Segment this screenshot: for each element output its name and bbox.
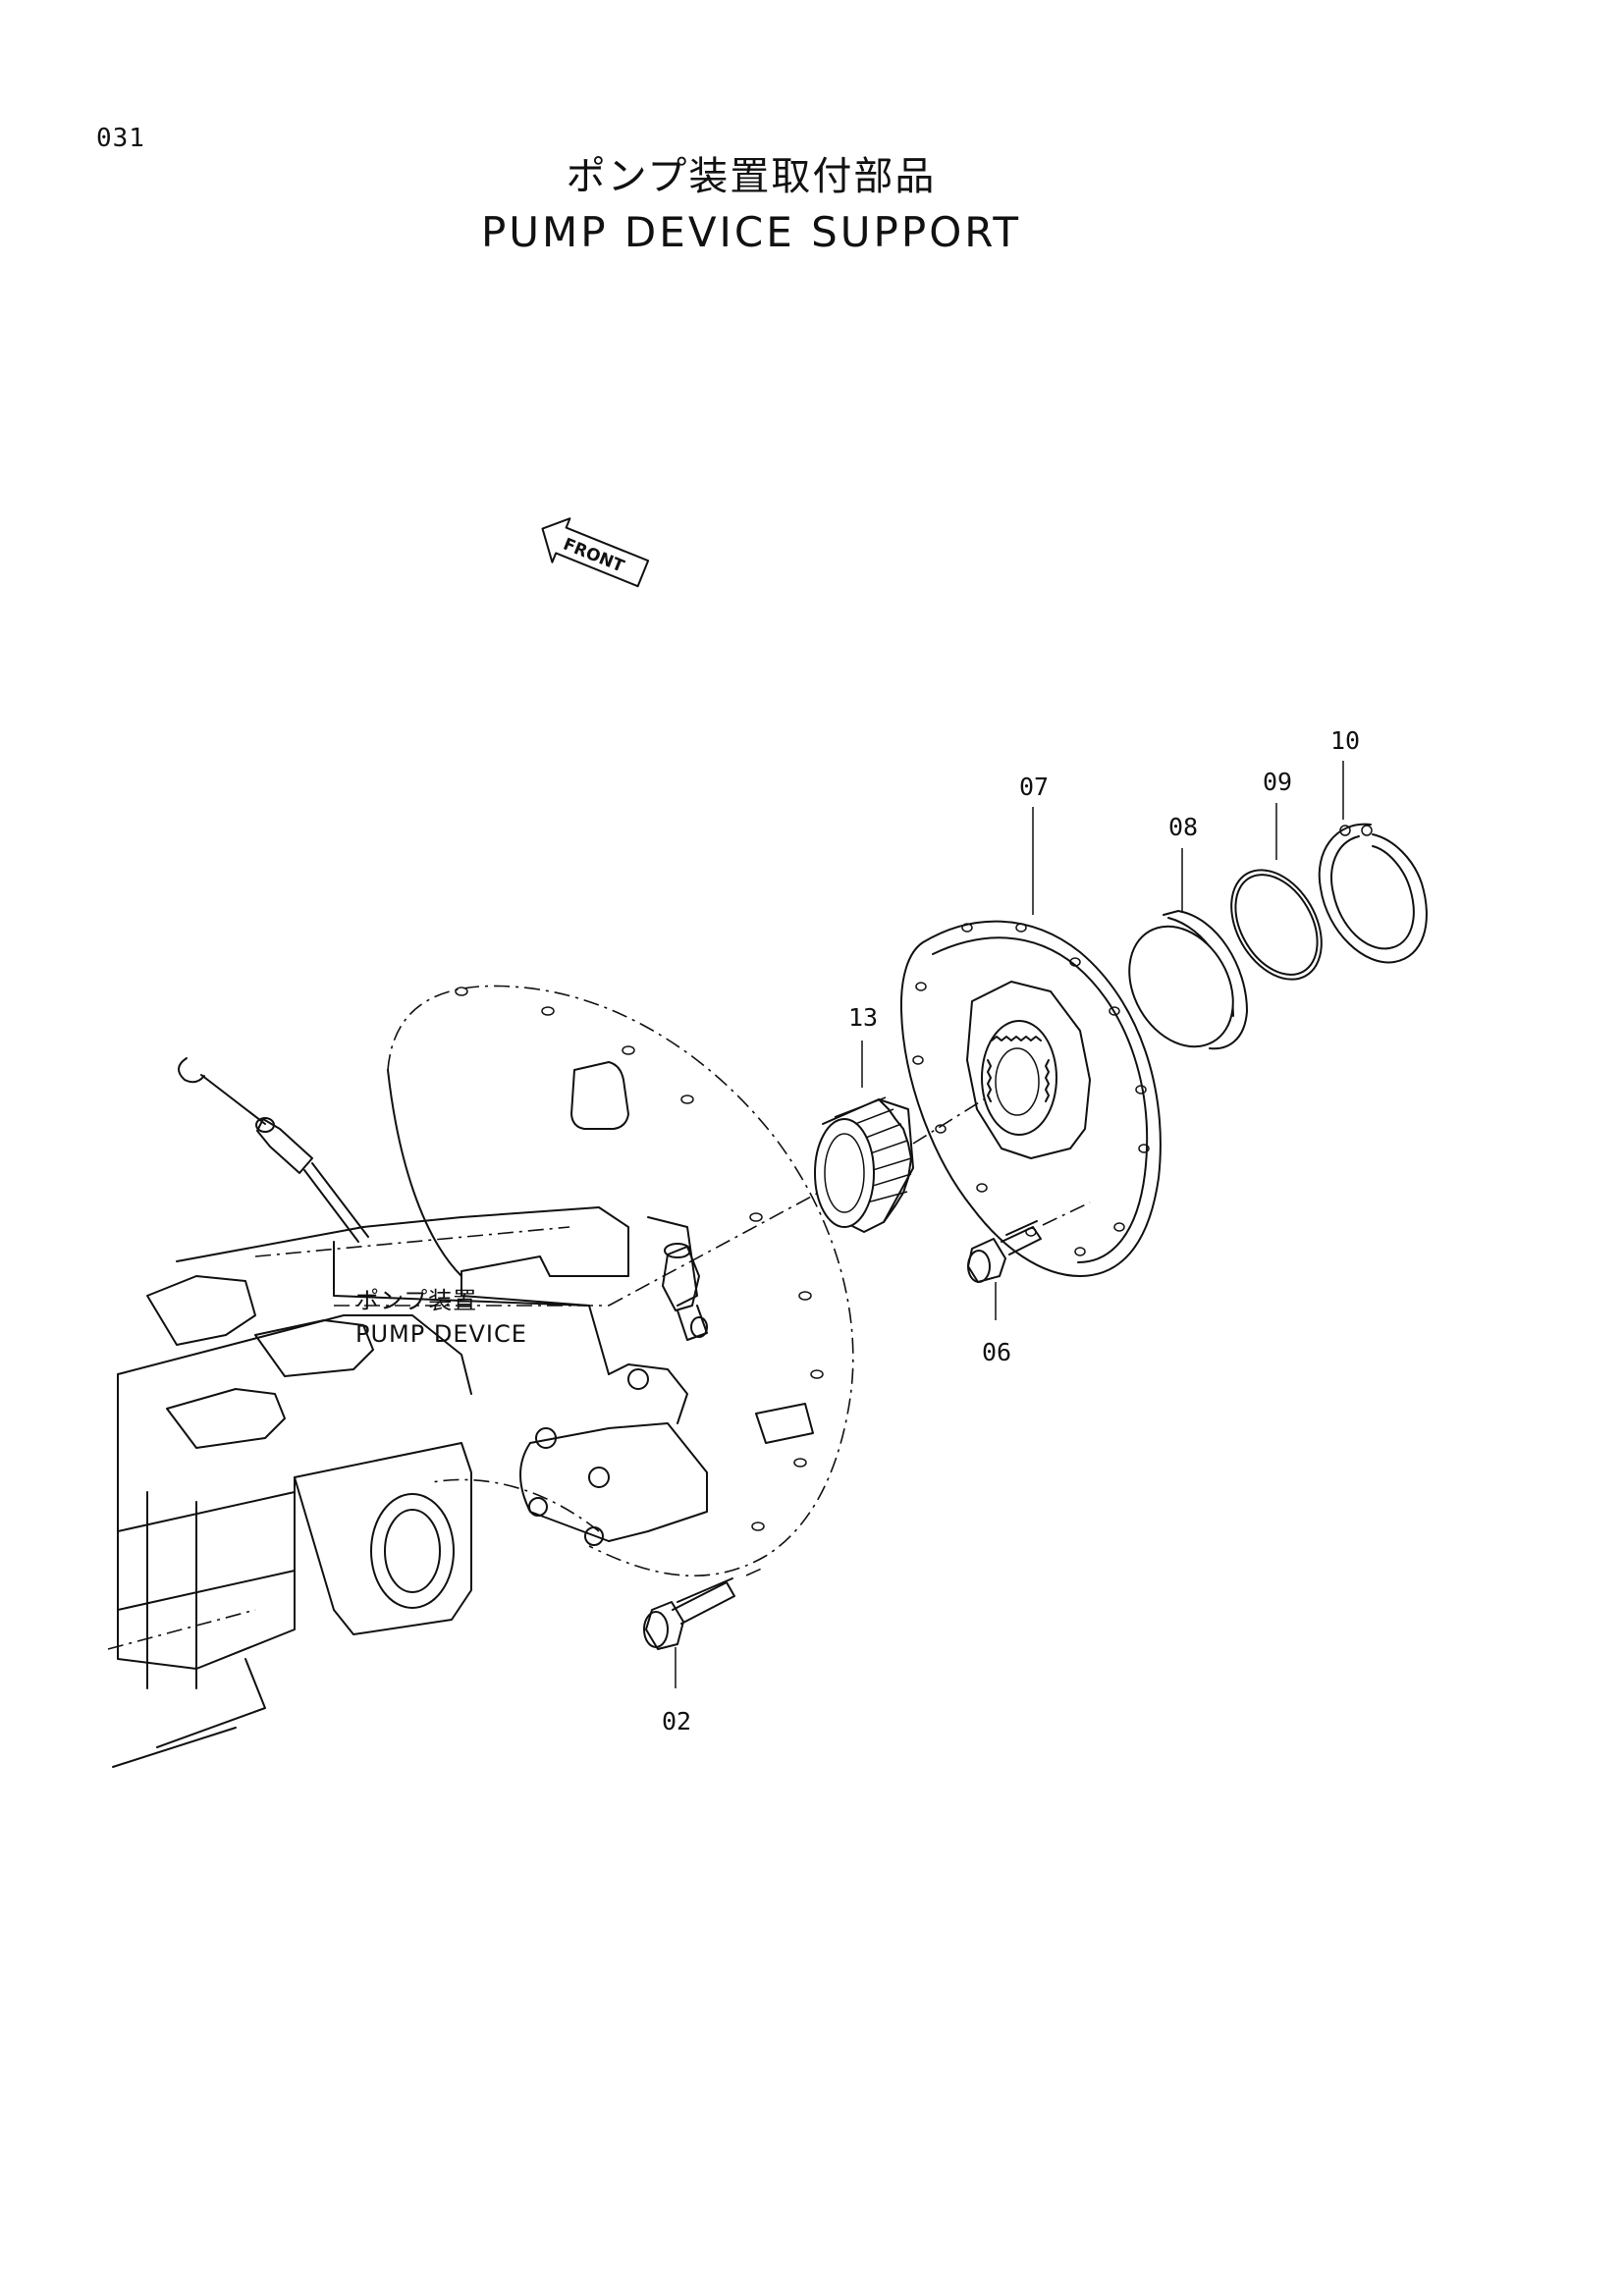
housing-plate-outline xyxy=(387,985,854,1577)
callout-06: 06 xyxy=(982,1338,1011,1366)
part-09-o-ring: 09 xyxy=(1230,768,1323,981)
title-english: PUMP DEVICE SUPPORT xyxy=(480,208,1022,256)
callout-08: 08 xyxy=(1168,813,1198,841)
part-08-cap: 08 xyxy=(1128,813,1248,1050)
title-block: ポンプ装置取付部品 PUMP DEVICE SUPPORT xyxy=(0,149,1502,261)
callout-10: 10 xyxy=(1330,726,1360,755)
elbow-fitting xyxy=(662,1243,708,1341)
part-07-flange: 07 xyxy=(899,773,1162,1277)
front-arrow-icon: FRONT xyxy=(541,517,650,588)
assembly-axis-line xyxy=(912,1098,985,1145)
assembly-label-jp: ポンプ装置 xyxy=(355,1287,477,1314)
assembly-label-en: PUMP DEVICE xyxy=(355,1320,527,1348)
pump-device-assembly: ポンプ装置 PUMP DEVICE xyxy=(107,985,865,1768)
flange-bolt-holes xyxy=(912,923,1150,1256)
part-02-bolt: 02 xyxy=(643,1566,767,1735)
part-06-bolt: 06 xyxy=(967,1201,1091,1366)
callout-02: 02 xyxy=(662,1707,691,1735)
callout-07: 07 xyxy=(1019,773,1049,801)
callout-09: 09 xyxy=(1263,768,1292,796)
cable-assembly xyxy=(178,1057,369,1243)
callout-13: 13 xyxy=(848,1003,878,1032)
housing-bolt-holes xyxy=(455,987,824,1531)
part-13-gear: 13 xyxy=(814,1003,914,1233)
page-number: 031 xyxy=(96,124,145,153)
part-10-snap-ring: 10 xyxy=(1318,726,1428,964)
title-japanese: ポンプ装置取付部品 xyxy=(566,154,937,199)
